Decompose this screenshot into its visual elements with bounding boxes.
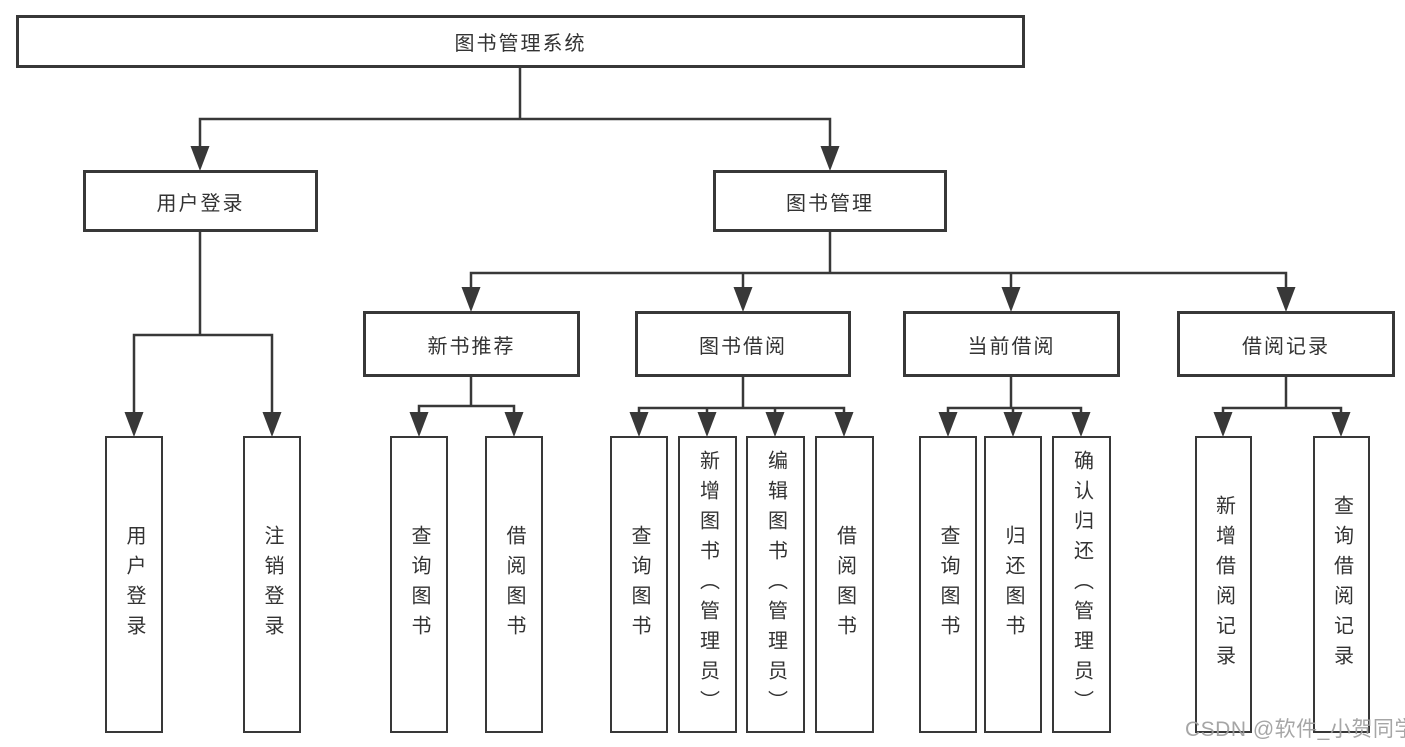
node-book-borrowing: 图书借阅 <box>635 311 851 377</box>
node-label: 图书管理系统 <box>454 33 587 55</box>
leaf-add-books-admin: 新增图书（管理员） <box>678 436 737 733</box>
arrowhead-icons <box>124 146 1351 437</box>
leaf-label: 新增图书（管理员） <box>696 449 719 720</box>
leaf-query-borrow-record: 查询借阅记录 <box>1313 436 1370 733</box>
node-label: 当前借阅 <box>967 335 1056 358</box>
leaf-query-books-borrow: 查询图书 <box>610 436 668 733</box>
leaf-add-borrow-record: 新增借阅记录 <box>1195 436 1252 733</box>
leaf-edit-books-admin: 编辑图书（管理员） <box>746 436 805 733</box>
leaf-label: 用户登录 <box>123 524 145 645</box>
leaf-borrow-books-recommend: 借阅图书 <box>485 436 543 733</box>
node-label: 用户登录 <box>156 192 245 215</box>
node-label: 新书推荐 <box>427 335 516 358</box>
leaf-label: 新增借阅记录 <box>1212 494 1235 675</box>
node-book-management: 图书管理 <box>713 170 947 232</box>
leaf-confirm-return-admin: 确认归还（管理员） <box>1052 436 1111 733</box>
leaf-label: 归还图书 <box>1002 524 1024 645</box>
node-current-borrowing: 当前借阅 <box>903 311 1120 377</box>
csdn-watermark: CSDN @软件_小贺同学 <box>1185 718 1405 741</box>
leaf-return-books: 归还图书 <box>984 436 1042 733</box>
node-label: 图书借阅 <box>699 335 787 358</box>
leaf-user-login: 用户登录 <box>105 436 163 733</box>
node-borrow-records: 借阅记录 <box>1177 311 1395 377</box>
leaf-logout: 注销登录 <box>243 436 301 733</box>
leaf-label: 借阅图书 <box>503 524 525 645</box>
leaf-label: 借阅图书 <box>833 524 856 645</box>
node-new-book-recommend: 新书推荐 <box>363 311 580 377</box>
leaf-label: 查询图书 <box>408 524 430 645</box>
leaf-label: 查询图书 <box>937 524 959 645</box>
node-label: 借阅记录 <box>1242 335 1330 358</box>
leaf-label: 编辑图书（管理员） <box>764 449 787 720</box>
node-root-library-system: 图书管理系统 <box>16 15 1025 68</box>
leaf-label: 查询图书 <box>628 524 650 645</box>
leaf-label: 确认归还（管理员） <box>1070 449 1093 720</box>
node-label: 图书管理 <box>786 192 874 215</box>
node-user-login: 用户登录 <box>83 170 318 232</box>
leaf-query-books-recommend: 查询图书 <box>390 436 448 733</box>
leaf-borrow-books: 借阅图书 <box>815 436 874 733</box>
leaf-label: 注销登录 <box>261 524 283 645</box>
leaf-query-books-current: 查询图书 <box>919 436 977 733</box>
leaf-label: 查询借阅记录 <box>1330 494 1353 675</box>
